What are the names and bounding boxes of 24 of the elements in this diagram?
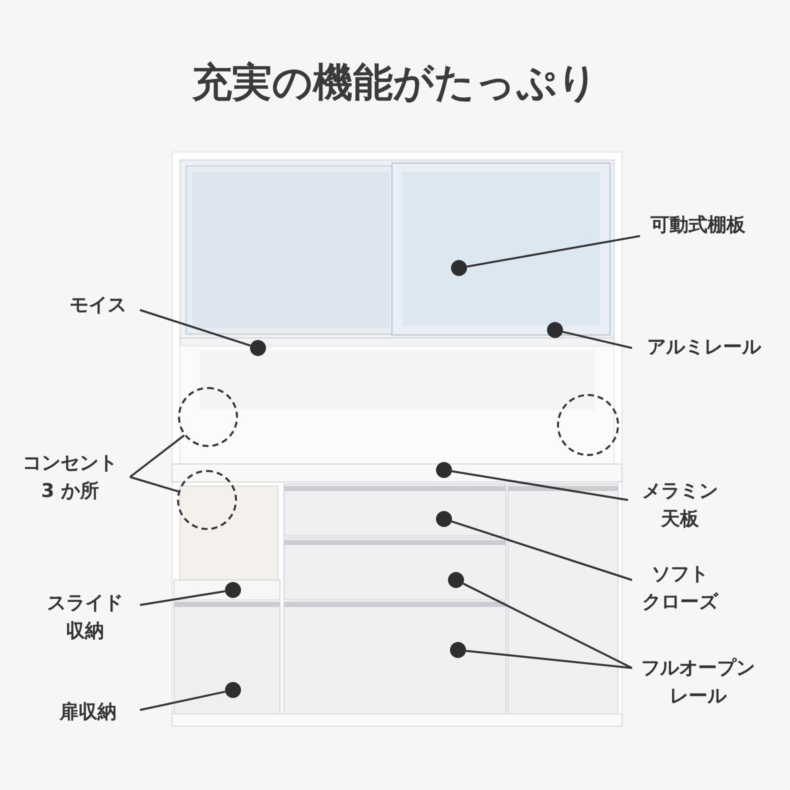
callout-label: アルミレール <box>604 333 790 361</box>
callout-label: モイス <box>0 291 198 319</box>
leader-line <box>140 690 226 711</box>
callout-label: フルオープンレール <box>598 654 790 710</box>
leader-line <box>562 330 632 349</box>
callout-label: スライド収納 <box>0 589 185 645</box>
callout-label: 扉収納 <box>0 698 188 726</box>
callout-label: コンセント3 か所 <box>0 449 170 505</box>
dashed-circle <box>178 387 238 447</box>
leader-line <box>466 235 640 268</box>
callout-label: メラミン天板 <box>580 477 780 533</box>
leader-line <box>140 590 226 606</box>
dashed-circle <box>557 394 619 456</box>
dashed-circle <box>177 470 237 530</box>
callout-label: 可動式棚板 <box>598 211 790 239</box>
leader-line <box>452 470 628 501</box>
heading: 充実の機能がたっぷり <box>191 59 599 108</box>
leader-line <box>140 309 251 346</box>
leader-line <box>129 434 185 478</box>
leader-line <box>130 476 179 492</box>
leader-line <box>451 520 632 581</box>
leader-line <box>462 582 632 669</box>
callout-label: ソフトクローズ <box>580 560 780 616</box>
leader-line <box>466 650 632 669</box>
